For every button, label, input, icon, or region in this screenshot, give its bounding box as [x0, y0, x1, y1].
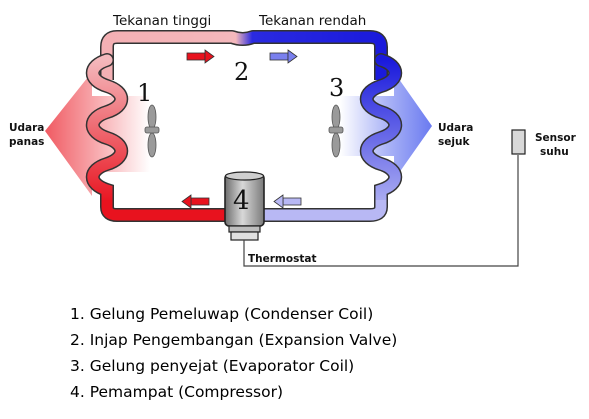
flow-arrow-bottom-left — [181, 194, 210, 209]
thermostat-wire — [243, 155, 519, 267]
label-high-pressure: Tekanan tinggi — [112, 13, 211, 29]
legend-item-condenser: 1. Gelung Pemeluwap (Condenser Coil) — [70, 305, 374, 323]
label-low-pressure: Tekanan rendah — [258, 13, 366, 29]
label-valve-number: 2 — [234, 58, 249, 86]
legend-item-expansion-valve: 2. Injap Pengembangan (Expansion Valve) — [70, 331, 398, 349]
label-condenser-number: 1 — [137, 79, 152, 107]
evaporator-coil — [359, 53, 403, 212]
label-compressor-number: 4 — [233, 186, 250, 216]
condenser-fan-icon — [144, 104, 160, 158]
evaporator-fan-icon — [328, 104, 344, 158]
flow-arrow-top-left — [186, 49, 215, 64]
legend-item-evaporator: 3. Gelung penyejat (Evaporator Coil) — [70, 357, 355, 375]
label-hot-air-line2: panas — [9, 136, 44, 148]
component-legend: 1. Gelung Pemeluwap (Condenser Coil) 2. … — [70, 301, 397, 405]
label-sensor-line2: suhu — [540, 146, 569, 158]
condenser-coil — [85, 53, 129, 212]
flow-arrow-bottom-right — [273, 194, 302, 209]
legend-item-compressor: 4. Pemampat (Compressor) — [70, 383, 283, 401]
label-evaporator-number: 3 — [329, 74, 344, 102]
flow-arrow-top-right — [269, 49, 298, 64]
label-thermostat: Thermostat — [248, 253, 316, 265]
label-hot-air-line1: Udara — [9, 122, 44, 134]
temperature-sensor — [511, 129, 526, 155]
label-cool-air-line1: Udara — [438, 122, 473, 134]
label-cool-air-line2: sejuk — [438, 136, 470, 148]
compressor — [224, 171, 265, 241]
label-sensor-line1: Sensor — [535, 132, 577, 144]
refrigeration-cycle-diagram: 1 2 3 4 Tekanan tinggi Tekanan rendah Ud… — [9, 13, 577, 267]
